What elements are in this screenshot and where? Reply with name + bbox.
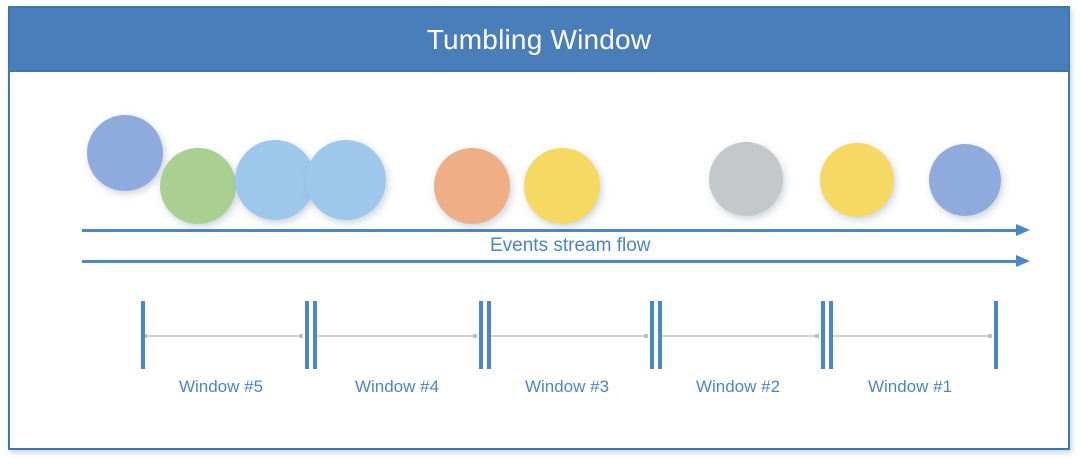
flow-arrow-line [82,260,1017,263]
boundary-2-1 [821,301,825,369]
flow-arrowhead-icon [1016,224,1030,236]
event-circle [306,140,386,220]
event-circle [434,148,510,224]
boundary-5-4 [313,301,317,369]
slide-header: Tumbling Window [10,8,1068,72]
window-2-label: Window #2 [695,377,781,396]
timeline-segment-endpoint [644,334,648,338]
window-timeline: Window #5 Window #4 Window #3 Window #2 Wind… [10,72,1068,450]
event-circle [160,148,236,224]
boundary-2-1 [829,301,833,369]
event-circle [87,115,163,191]
timeline-segment [488,335,647,337]
timeline-segment-endpoint [988,334,992,338]
boundary-4-3 [487,301,491,369]
timeline-segment-endpoint [815,334,819,338]
flow-arrow-bottom [82,255,1030,267]
event-circle [235,140,315,220]
events-stream-flow-label: Events stream flow [490,235,651,256]
window-3-label: Window #3 [524,377,610,396]
timeline-segment [144,335,302,337]
window-5-label: Window #5 [178,377,264,396]
flow-arrow-top [82,224,1030,236]
event-circle [929,144,1001,216]
flow-arrowhead-icon [1016,255,1030,267]
event-circle [524,148,600,224]
event-circle [709,142,783,216]
timeline-segment-endpoint [299,334,303,338]
boundary-4-3 [479,301,483,369]
timeline-segment [314,335,476,337]
boundary-3-2 [658,301,662,369]
window-4-label: Window #4 [354,377,440,396]
slide-frame: Tumbling Window Events stream flow Windo… [8,6,1070,450]
boundary-start [141,301,145,369]
boundary-5-4 [305,301,309,369]
window-1-label: Window #1 [867,377,953,396]
boundary-3-2 [650,301,654,369]
timeline-segment-endpoint [143,334,147,338]
timeline-segment [830,335,991,337]
boundary-end [994,301,998,369]
timeline-segment [659,335,818,337]
timeline-segment-endpoint [473,334,477,338]
flow-arrow-line [82,229,1017,232]
page-title: Tumbling Window [426,24,652,55]
event-circle [820,143,894,217]
